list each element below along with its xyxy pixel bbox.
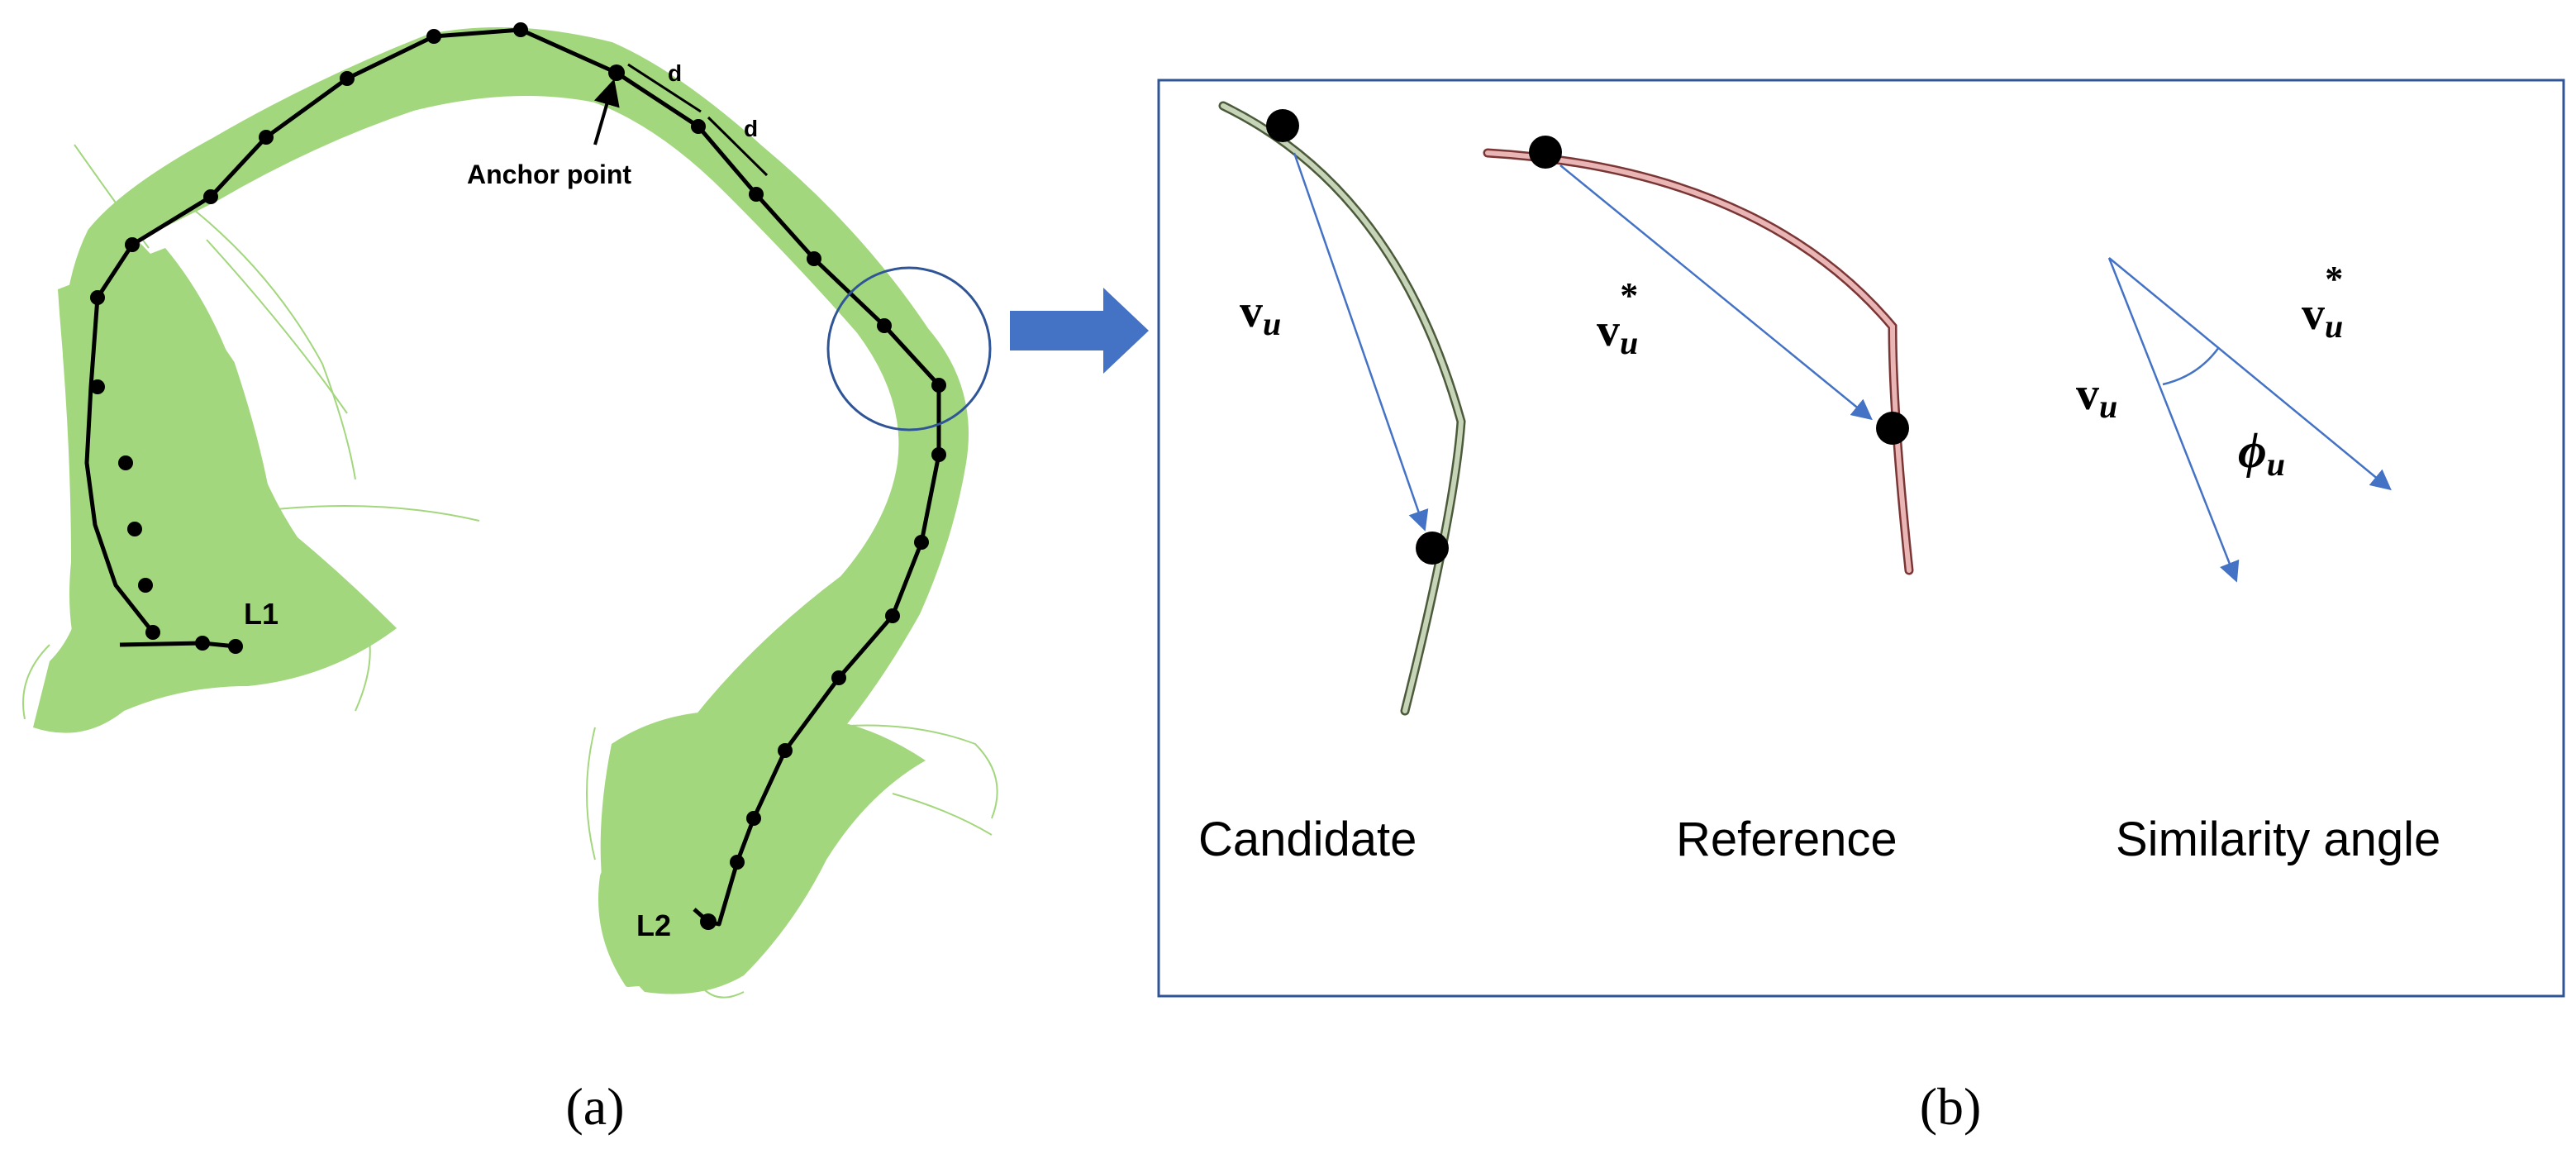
caption-b: (b)	[1920, 1077, 1982, 1136]
panel-b: vu vu* vu vu* ϕu Candidate Reference Sim…	[1157, 79, 2565, 1136]
anchor-point	[608, 64, 625, 81]
candidate-vector-symbol: vu	[1240, 286, 1281, 342]
candidate-start-point	[1266, 109, 1299, 142]
tract-point	[931, 447, 946, 462]
reference-vector-symbol: vu*	[1597, 275, 1638, 361]
tract-point	[195, 636, 210, 651]
caption-a: (a)	[565, 1077, 624, 1136]
tract-point	[513, 22, 528, 37]
tract-point	[807, 251, 821, 266]
reference-fiber	[1485, 150, 1912, 573]
similarity-vector-symbol: vu	[2076, 369, 2117, 425]
tract-point	[90, 379, 105, 394]
tract-point	[145, 625, 160, 640]
left-fan	[33, 248, 397, 733]
anchor-arrow	[593, 79, 620, 145]
tract-point	[138, 578, 153, 593]
reference-start-point	[1529, 136, 1562, 169]
similarity-label: Similarity angle	[2116, 813, 2440, 866]
angle-arc	[2162, 346, 2221, 386]
right-fan	[600, 711, 926, 994]
tract-point	[90, 290, 105, 305]
tract-point	[127, 522, 142, 536]
angle-symbol: ϕu	[2238, 423, 2285, 483]
tract-point	[340, 71, 355, 86]
endpoint-label-l2: L2	[636, 908, 671, 942]
tract-point	[118, 455, 133, 470]
spacing-marker-2	[707, 116, 769, 177]
similarity-ref-vector-symbol: vu*	[2302, 259, 2343, 345]
tract-point	[778, 743, 793, 758]
candidate-end-point	[1416, 532, 1449, 565]
tract-point	[259, 130, 274, 145]
tract-point	[931, 378, 946, 393]
tract-point	[749, 187, 764, 202]
spacing-marker-1	[627, 63, 702, 113]
transition-arrow	[1010, 288, 1149, 374]
tract-point	[831, 670, 846, 685]
tract-point	[746, 811, 761, 826]
similarity-vector-u	[2107, 257, 2240, 583]
tract-point	[125, 237, 140, 252]
reference-label: Reference	[1676, 813, 1897, 866]
tract-point	[203, 189, 218, 204]
similarity-vector-ref	[2108, 257, 2392, 491]
tract-point	[877, 318, 892, 333]
region-circle	[826, 266, 992, 431]
reference-vector	[1559, 164, 1873, 421]
tract-point	[700, 913, 717, 930]
tract-point	[228, 639, 243, 654]
tract-point	[885, 608, 900, 623]
tract-point	[691, 119, 706, 134]
panel-a: d d Anchor point L1 L2 (a)	[22, 22, 998, 1136]
candidate-label: Candidate	[1198, 813, 1417, 866]
anchor-label: Anchor point	[467, 160, 631, 189]
tract-point	[730, 855, 745, 870]
candidate-vector	[1293, 152, 1429, 532]
reference-end-point	[1876, 412, 1909, 445]
panel-b-frame	[1157, 79, 2565, 998]
tract-points	[90, 22, 946, 930]
spacing-label-2: d	[744, 116, 758, 141]
candidate-fiber	[1221, 103, 1464, 713]
spacing-label-1: d	[668, 60, 682, 86]
endpoint-label-l1: L1	[244, 597, 279, 631]
tract-point	[914, 535, 929, 550]
tract-point	[426, 29, 441, 44]
